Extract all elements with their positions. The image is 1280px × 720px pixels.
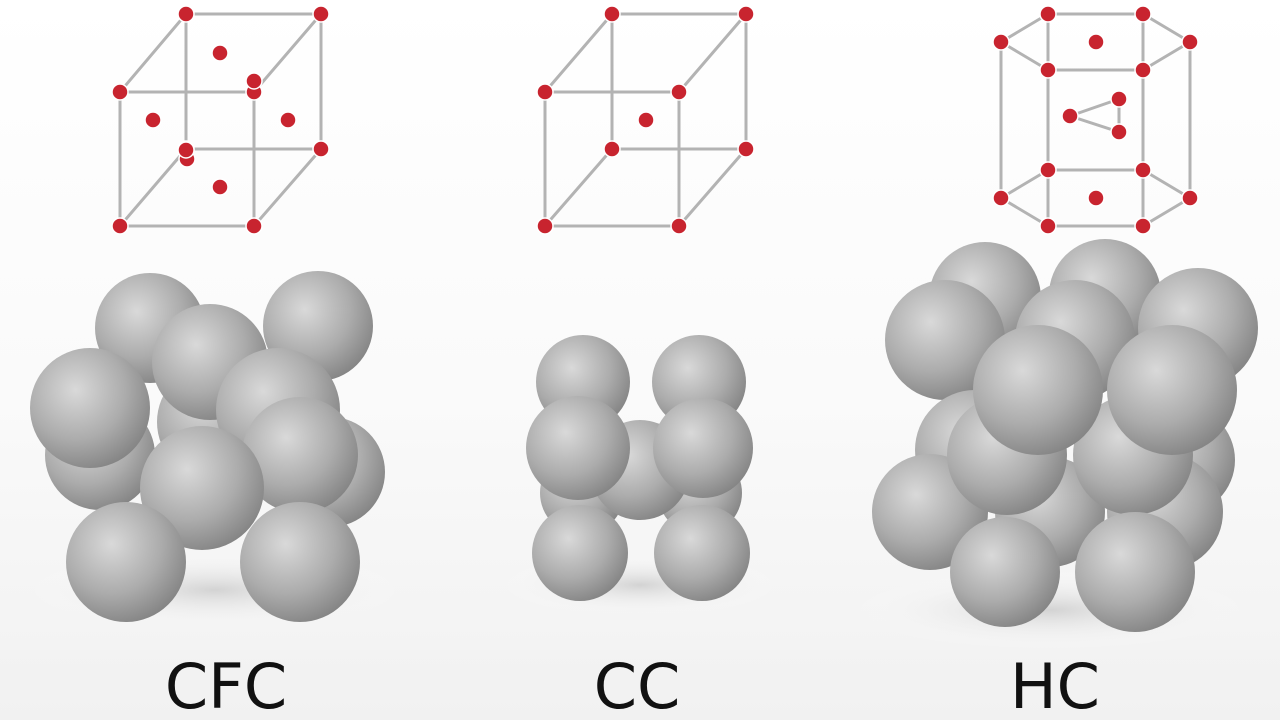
lattice-atom [1181, 33, 1199, 51]
lattice-atom [1134, 161, 1152, 179]
lattice-edge [118, 12, 188, 94]
atom-sphere [1075, 512, 1195, 632]
face-center-atom [177, 141, 195, 159]
lattice-atom [737, 140, 755, 158]
atom-sphere [66, 502, 186, 622]
lattice-atom [1134, 217, 1152, 235]
lattice-edge [252, 12, 323, 94]
lattice-edge [677, 147, 748, 228]
lattice-atom [111, 217, 129, 235]
atom-sphere [242, 397, 358, 513]
lattice-atom [603, 5, 621, 23]
lattice-atom [312, 5, 330, 23]
lattice-atom [536, 83, 554, 101]
atom-sphere [950, 517, 1060, 627]
lattice-atom [737, 5, 755, 23]
interior-atom [1061, 107, 1079, 125]
atom-sphere [532, 505, 628, 601]
atom-sphere [654, 505, 750, 601]
atom-sphere [240, 502, 360, 622]
lattice-edge [999, 168, 1050, 200]
face-center-atom [279, 111, 297, 129]
lattice-atom [536, 217, 554, 235]
lattice-atom [312, 140, 330, 158]
hc-unit-cell-diagram [992, 5, 1199, 235]
lattice-edge [543, 147, 614, 228]
atom-sphere [30, 348, 150, 468]
lattice-atom [1039, 61, 1057, 79]
lattice-edge [1141, 168, 1192, 200]
interior-atom [1110, 123, 1128, 141]
atom-sphere [653, 398, 753, 498]
lattice-edge [1141, 12, 1192, 44]
cfc-label: CFC [165, 650, 287, 720]
cfc-sphere-model [25, 271, 405, 630]
lattice-atom [1039, 217, 1057, 235]
face-center-atom [144, 111, 162, 129]
lattice-atom [992, 33, 1010, 51]
lattice-atom [1181, 189, 1199, 207]
cc-sphere-model [500, 335, 780, 617]
cc-label: CC [594, 650, 681, 720]
lattice-atom [245, 217, 263, 235]
lattice-atom [1039, 5, 1057, 23]
hc-sphere-model [850, 239, 1258, 650]
body-center-atom [637, 111, 655, 129]
atom-sphere [1107, 325, 1237, 455]
face-center-atom [211, 178, 229, 196]
lattice-atom [111, 83, 129, 101]
cfc-unit-cell-diagram [111, 5, 330, 235]
lattice-edge [999, 12, 1050, 44]
lattice-atom [992, 189, 1010, 207]
lattice-atom [603, 140, 621, 158]
cc-unit-cell-diagram [536, 5, 755, 235]
lattice-edge [1141, 196, 1192, 228]
basal-center-atom [1087, 189, 1105, 207]
lattice-edge [999, 196, 1050, 228]
atom-sphere [885, 280, 1005, 400]
interior-atom [1110, 90, 1128, 108]
lattice-edge [543, 12, 614, 94]
lattice-atom [1134, 61, 1152, 79]
lattice-atom [1134, 5, 1152, 23]
atom-sphere [526, 396, 630, 500]
atom-sphere [140, 426, 264, 550]
atom-sphere [973, 325, 1103, 455]
lattice-edge [677, 12, 748, 94]
lattice-atom [670, 217, 688, 235]
lattice-edge [252, 147, 323, 228]
basal-center-atom [1087, 33, 1105, 51]
lattice-atom [1039, 161, 1057, 179]
face-center-atom [211, 44, 229, 62]
lattice-edge [118, 147, 188, 228]
lattice-atom [177, 5, 195, 23]
lattice-edge [1141, 40, 1192, 72]
hc-label: HC [1010, 650, 1100, 720]
lattice-edge [999, 40, 1050, 72]
face-center-atom [245, 72, 263, 90]
lattice-atom [670, 83, 688, 101]
